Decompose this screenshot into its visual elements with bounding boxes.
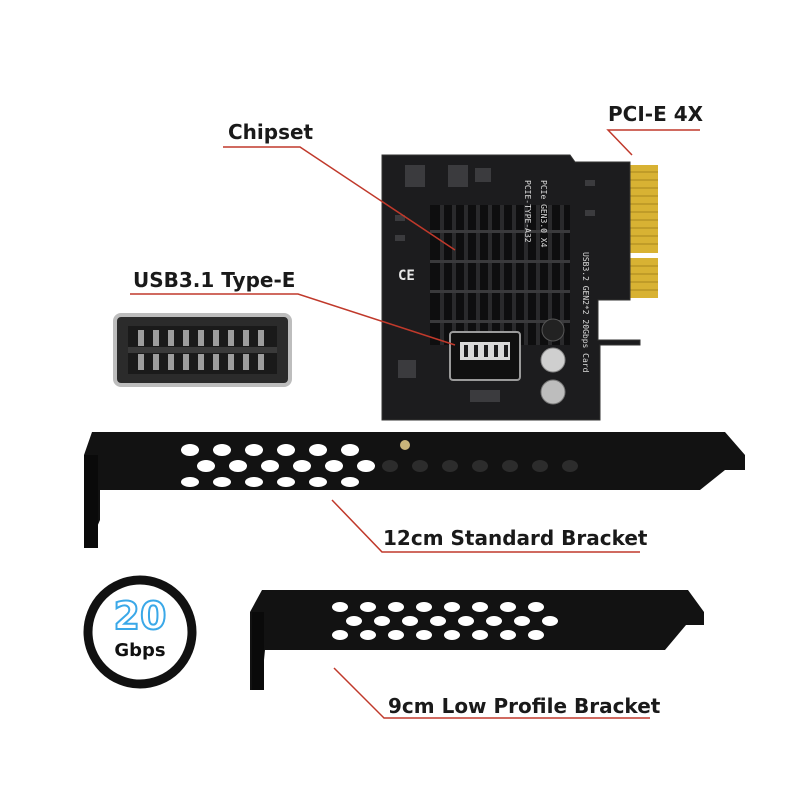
standard-bracket-label: 12cm Standard Bracket — [383, 526, 648, 550]
pcie-card — [381, 154, 658, 421]
badge-speed-unit: Gbps — [114, 640, 166, 661]
capacitors — [540, 318, 566, 405]
onboard-type-e-port — [449, 331, 521, 381]
standard-bracket — [84, 432, 745, 548]
board-product-line: USB3.2 GEN2*2 20Gbps Card — [581, 252, 590, 373]
ce-mark: CE — [398, 268, 415, 284]
pcie-label: PCI-E 4X — [608, 102, 704, 126]
low-profile-bracket-label: 9cm Low Profile Bracket — [388, 694, 661, 718]
board-model-line1: PCIE-TYPE-A32 — [523, 180, 532, 243]
type-e-leader — [130, 293, 456, 346]
pcie-gold-contacts — [628, 165, 658, 298]
standard-bracket-leader — [331, 499, 640, 553]
low-profile-vent-holes — [332, 602, 558, 640]
type-e-connector-closeup — [113, 313, 292, 387]
chipset-label: Chipset — [228, 120, 314, 144]
smd-components — [395, 165, 595, 402]
leader-lines — [130, 129, 700, 719]
speed-badge — [83, 575, 197, 689]
badge-speed-number: 20 — [113, 594, 168, 638]
low-profile-bracket — [250, 590, 704, 690]
chipset-leader — [223, 146, 456, 251]
low-profile-leader — [333, 667, 650, 719]
usb-type-e-label: USB3.1 Type-E — [133, 268, 296, 292]
pcie-leader — [606, 129, 700, 156]
heatsink — [430, 205, 570, 345]
bracket-vent-holes — [181, 444, 375, 487]
board-model-line2: PCIe GEN3.0 X4 — [539, 180, 548, 248]
